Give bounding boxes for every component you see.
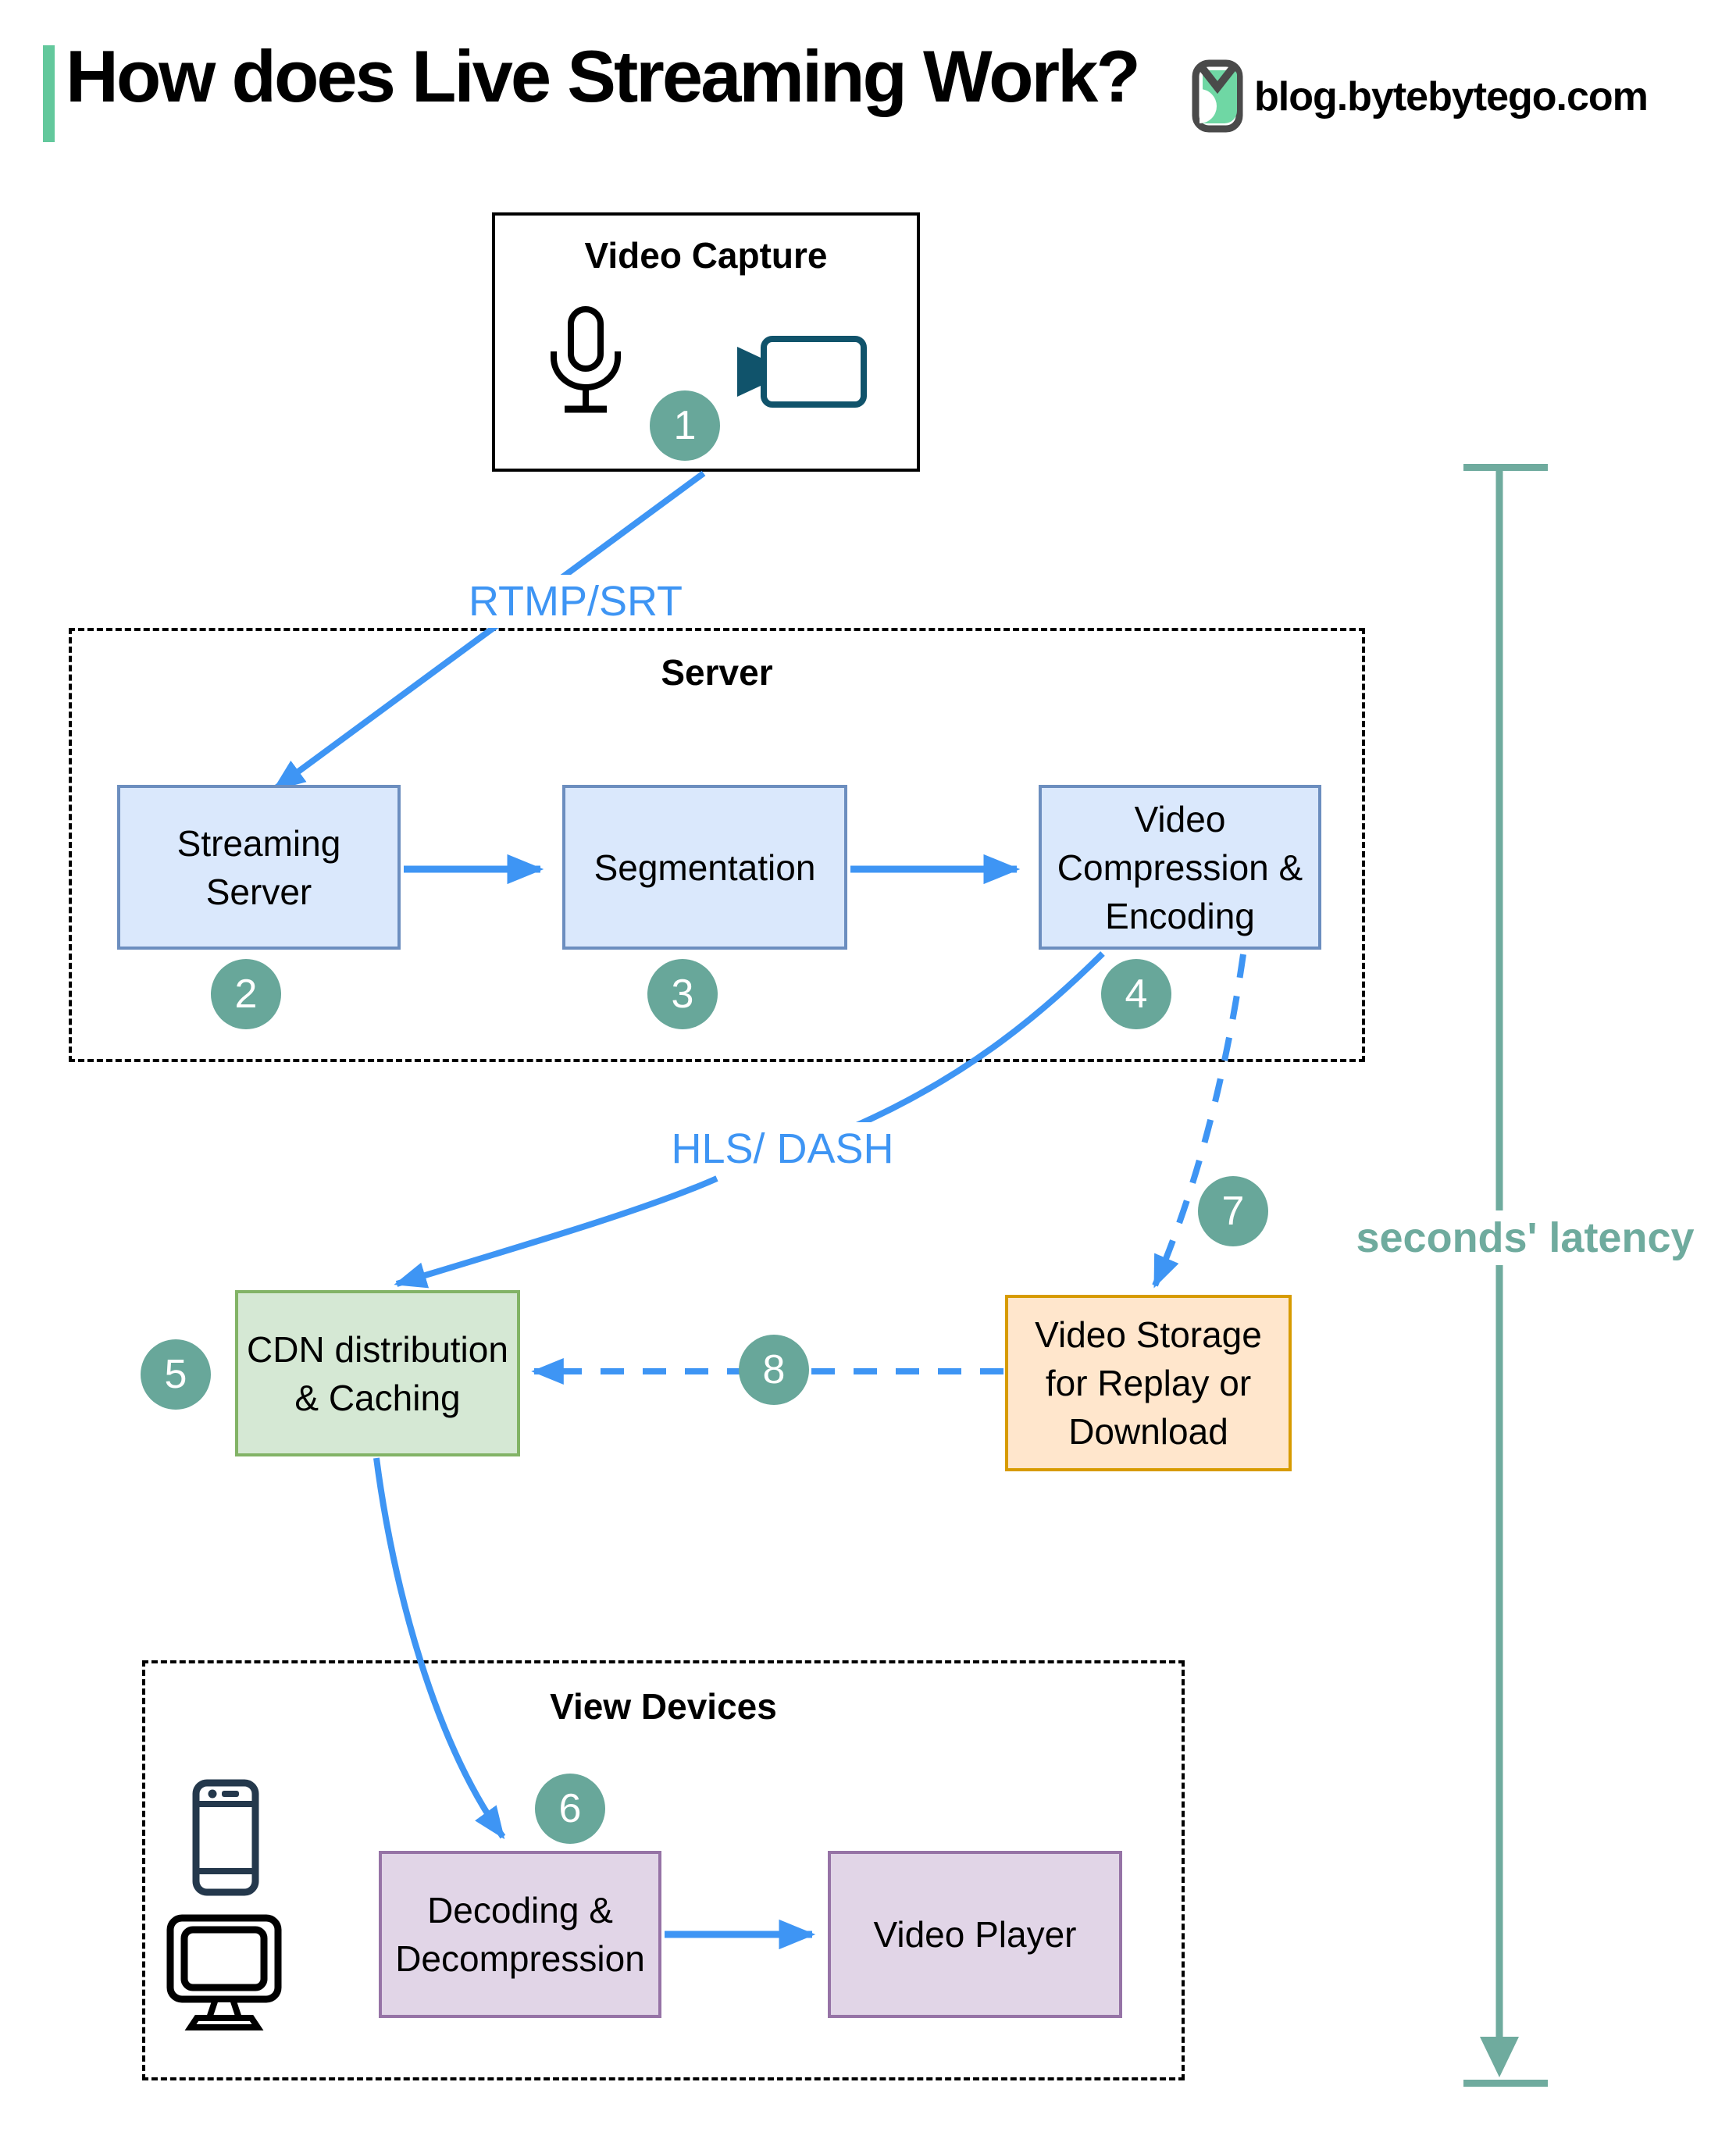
- node-label-line: Download: [1068, 1411, 1228, 1452]
- logo-bird-head: [1200, 66, 1235, 94]
- node-label-line: for Replay or: [1045, 1363, 1252, 1403]
- video-camera-icon: [734, 334, 868, 409]
- edge-hls-upper: [850, 951, 1105, 1131]
- step-badge-7: 7: [1198, 1176, 1268, 1246]
- view-devices-title: View Devices: [550, 1686, 777, 1727]
- node-label-line: Encoding: [1105, 895, 1255, 936]
- edge-label-hls-line1: HLS/: [671, 1125, 765, 1172]
- site-label: blog.bytebytego.com: [1254, 74, 1649, 119]
- edge-label-rtmp: RTMP/SRT: [460, 575, 691, 628]
- view-devices-group: View Devices: [142, 1660, 1185, 2080]
- node-label-line: Decompression: [395, 1938, 645, 1979]
- monitor-icon: [166, 1913, 283, 2032]
- edge-label-hls: HLS/ DASH: [663, 1122, 902, 1175]
- step-badge-8: 8: [739, 1335, 809, 1405]
- edge-rtmp: [272, 470, 706, 792]
- node-label-line: Video Storage: [1035, 1314, 1262, 1355]
- edge-hls-lower: [394, 1175, 718, 1289]
- title-accent-bar: [43, 45, 55, 142]
- step-badge-2: 2: [211, 959, 281, 1029]
- node-label-line: CDN distribution: [247, 1328, 508, 1370]
- logo-bird-wing: [1200, 89, 1217, 123]
- node-label-line: Video: [1134, 798, 1226, 840]
- node-label-line: Decoding &: [427, 1890, 613, 1931]
- latency-arrowhead: [1480, 2037, 1519, 2077]
- node-label-line: Video Player: [873, 1914, 1077, 1955]
- step-badge-4: 4: [1101, 959, 1171, 1029]
- server-group: Server: [69, 628, 1365, 1062]
- latency-top-bar: [1463, 464, 1548, 471]
- node-cdn: CDN distribution & Caching: [235, 1290, 520, 1456]
- node-segmentation: Segmentation: [562, 785, 847, 950]
- node-label-line: & Caching: [294, 1377, 461, 1418]
- node-label-line: Segmentation: [594, 847, 816, 888]
- step-badge-3: 3: [647, 959, 718, 1029]
- page-title: How does Live Streaming Work?: [66, 35, 1141, 117]
- node-video-player: Video Player: [828, 1851, 1122, 2018]
- node-video-storage: Video Storage for Replay or Download: [1005, 1295, 1292, 1471]
- microphone-icon: [547, 306, 625, 422]
- latency-bottom-bar: [1463, 2080, 1548, 2087]
- node-label-line: Server: [205, 871, 312, 912]
- step-badge-6: 6: [535, 1774, 605, 1844]
- step-badge-5: 5: [141, 1339, 211, 1410]
- node-decoding: Decoding & Decompression: [379, 1851, 661, 2018]
- step-badge-1: 1: [650, 390, 720, 461]
- bytebytego-logo: [1192, 59, 1243, 133]
- node-label-line: Compression &: [1057, 847, 1303, 888]
- node-label-line: Streaming: [176, 822, 341, 864]
- edge-compression-storage: [1152, 954, 1246, 1289]
- edge-label-hls-line2: DASH: [776, 1125, 894, 1172]
- video-capture-title: Video Capture: [584, 235, 828, 276]
- smartphone-icon: [192, 1779, 259, 1896]
- latency-label: seconds' latency: [1343, 1210, 1707, 1265]
- edge-cdn-decoding: [373, 1457, 506, 1840]
- server-title: Server: [661, 652, 773, 693]
- video-capture-group: Video Capture: [492, 212, 920, 472]
